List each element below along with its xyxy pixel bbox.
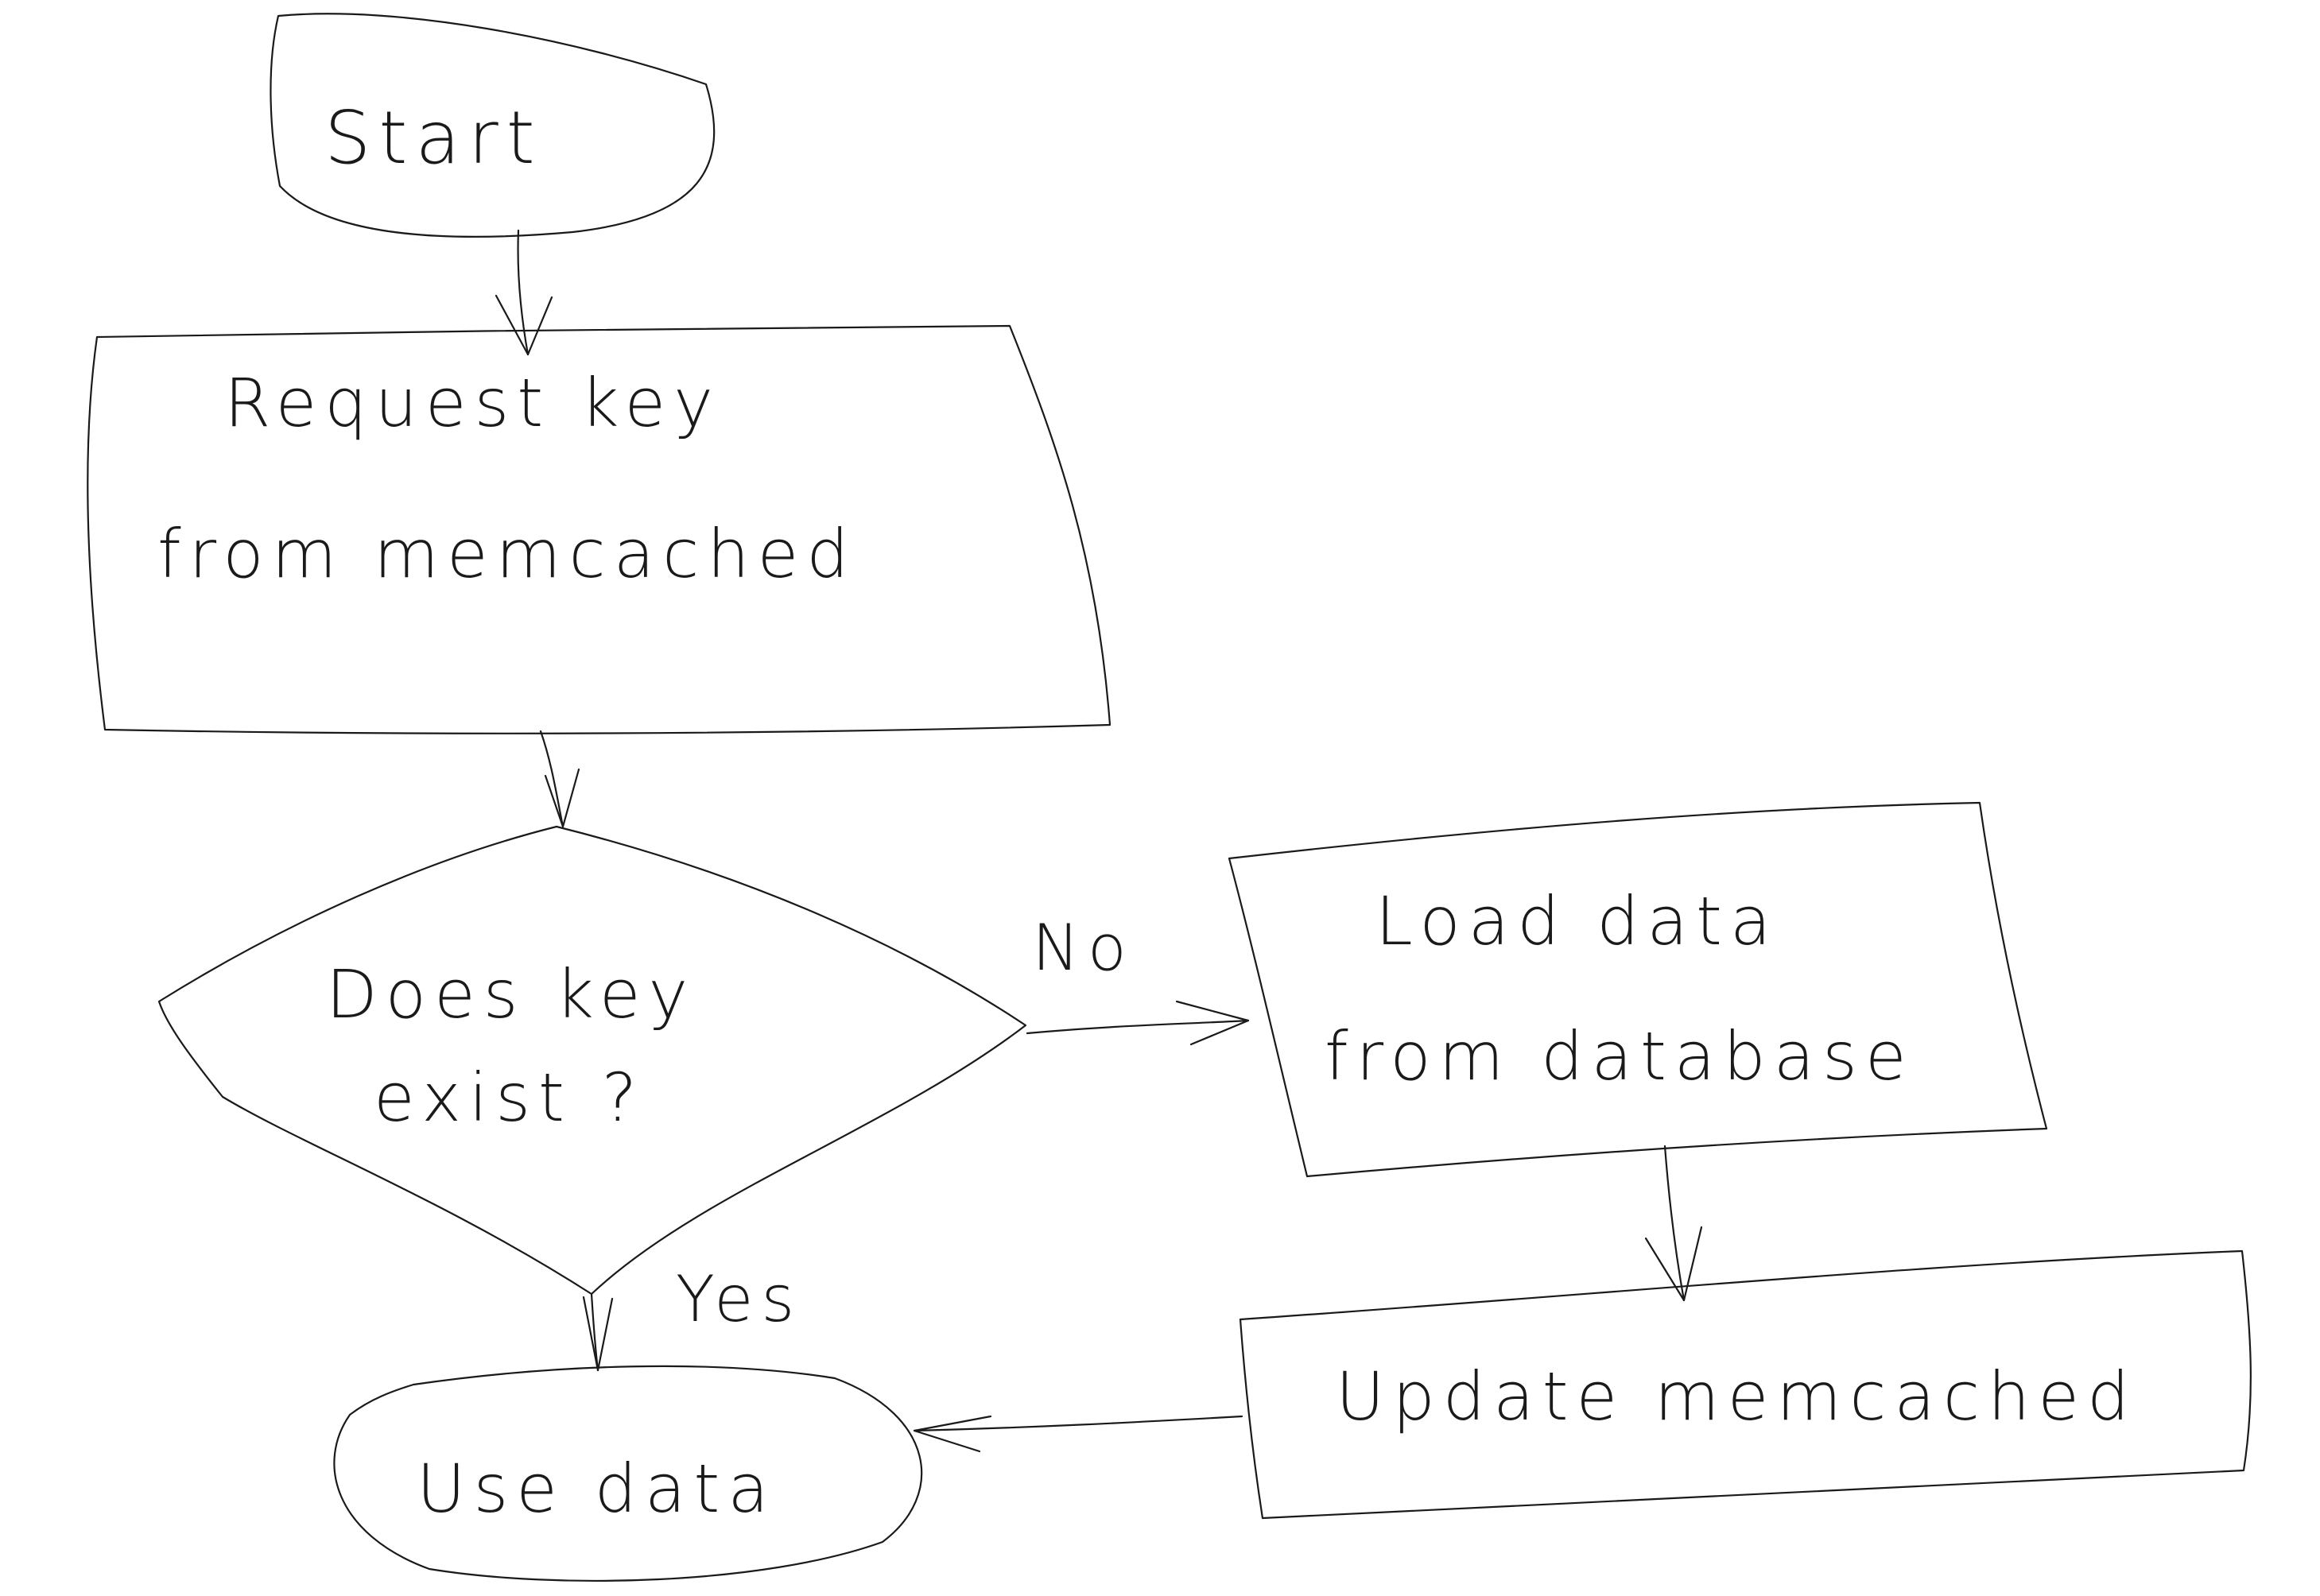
edge-load-to-update [1644,1145,1703,1302]
decision-label-line1: Does key [326,955,696,1033]
edge-start-to-request [495,229,553,356]
load-label-line2: from database [1325,1017,1915,1095]
decision-label-line2: exist ? [374,1059,645,1137]
use-oval [333,1365,923,1582]
use-label: Use data [417,1450,777,1528]
edge-decision-to-load: No [1026,911,1250,1046]
request-label-line2: from memcached [157,515,857,593]
request-box [87,324,1112,734]
update-box [1239,1249,2252,1520]
node-use: Use data [333,1365,923,1582]
edge-decision-to-use: Yes [582,1262,802,1372]
request-label-line1: Request key [224,364,721,442]
node-update: Update memcached [1239,1249,2252,1520]
node-request: Request key from memcached [87,324,1112,734]
start-oval [270,13,716,238]
update-label: Update memcached [1336,1358,2137,1435]
decision-diamond [157,825,1027,1296]
edge-yes-label: Yes [676,1262,802,1336]
edge-request-to-decision [539,730,580,828]
node-start: Start [270,13,716,238]
load-label-line1: Load data [1375,882,1779,960]
start-label: Start [324,95,543,180]
load-box [1228,801,2048,1178]
node-load: Load data from database [1228,801,2048,1178]
edge-update-to-use [913,1415,1243,1453]
edge-no-label: No [1032,911,1135,985]
node-decision: Does key exist ? [157,825,1027,1296]
